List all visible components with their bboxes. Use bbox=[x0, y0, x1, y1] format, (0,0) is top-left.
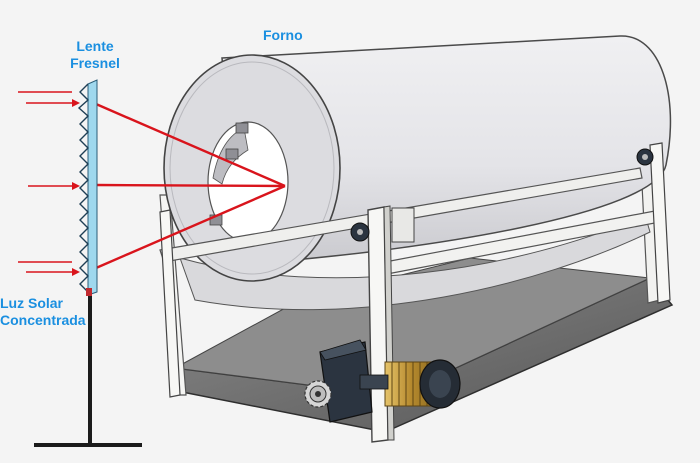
furnace-drum bbox=[163, 35, 672, 311]
lens-label-line2: Fresnel bbox=[70, 55, 120, 71]
gear-icon bbox=[304, 380, 332, 408]
solar-light-label: Luz Solar Concentrada bbox=[0, 295, 92, 329]
lens-label: Lente Fresnel bbox=[60, 38, 130, 72]
bearing-back bbox=[636, 148, 654, 166]
lens-label-line1: Lente bbox=[76, 38, 114, 54]
fresnel-lens-icon bbox=[77, 79, 98, 296]
furnace-label: Forno bbox=[263, 27, 303, 43]
solar-label-line1: Luz Solar bbox=[0, 295, 64, 311]
lens-stand bbox=[34, 292, 142, 447]
electric-motor-icon bbox=[319, 339, 461, 423]
bearing-front bbox=[350, 207, 415, 243]
incoming-sunlight-arrows bbox=[18, 91, 80, 276]
focused-light-rays bbox=[95, 102, 286, 270]
solar-label-line2: Concentrada bbox=[0, 312, 86, 328]
